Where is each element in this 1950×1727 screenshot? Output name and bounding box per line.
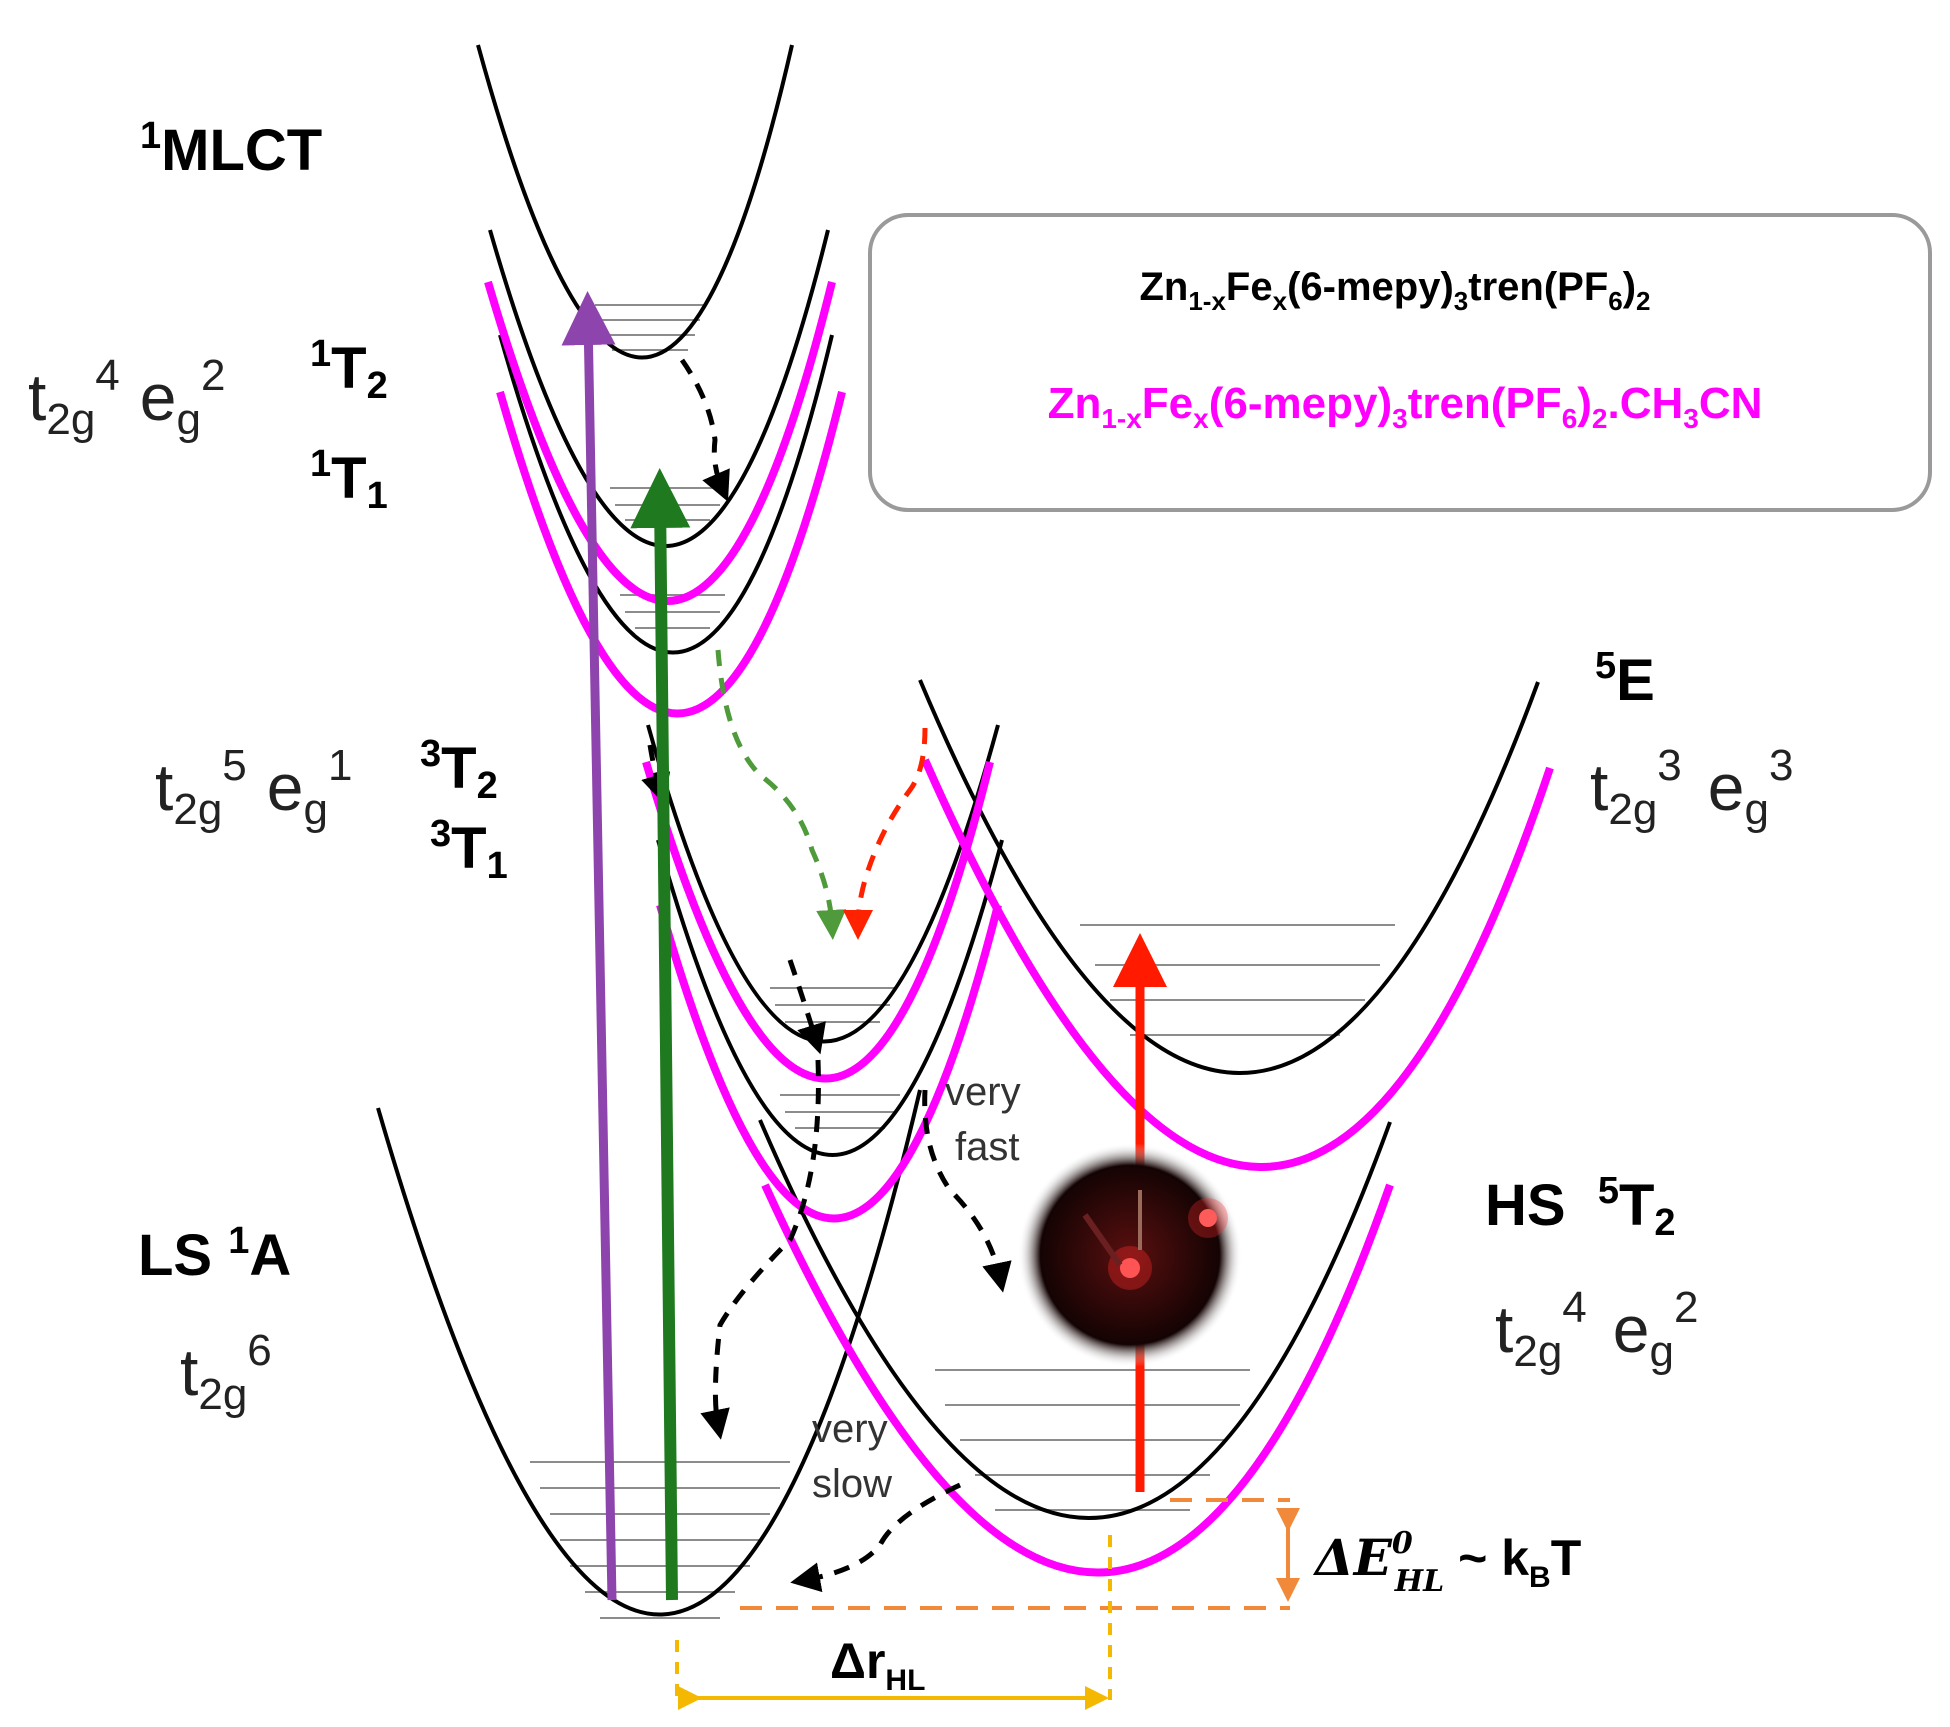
curve-hs-5t2 bbox=[758, 1119, 1392, 1520]
curve-m-1t2 bbox=[484, 280, 836, 605]
relax-3t-to-hs bbox=[922, 1089, 1012, 1293]
vibrational-levels-ls bbox=[530, 1461, 790, 1619]
sample-photo bbox=[1018, 1143, 1242, 1367]
curve-m-5e bbox=[921, 758, 1554, 1171]
purple-excitation-arrow bbox=[561, 291, 617, 1601]
legend-magenta-formula: Zn1-xFex(6-mepy)3tren(PF6)2.CH3CN bbox=[1048, 379, 1763, 434]
label-1mlct: 1MLCT bbox=[140, 115, 322, 183]
vibrational-levels-hs bbox=[935, 1369, 1250, 1511]
very-slow-line1: very bbox=[812, 1407, 888, 1451]
config-ls: t2g6 bbox=[180, 1326, 272, 1419]
green-excitation-arrow bbox=[630, 468, 691, 1601]
vibrational-levels-triplet-t bbox=[770, 987, 900, 1129]
curve-1mlct bbox=[476, 44, 794, 360]
curve-m-3t1 bbox=[656, 903, 1002, 1223]
very-fast-line2: fast bbox=[955, 1125, 1019, 1169]
curve-m-1t1 bbox=[496, 390, 846, 718]
relax-3t-inner bbox=[787, 959, 826, 1055]
delta-guides bbox=[675, 1498, 1300, 1710]
label-1t2: 1T2 bbox=[310, 333, 388, 407]
curve-m-hs-5t2 bbox=[761, 1183, 1394, 1577]
magenta-curves bbox=[484, 280, 1554, 1577]
curve-ls-1a bbox=[376, 1089, 922, 1617]
label-5e: 5E bbox=[1595, 645, 1655, 713]
relax-1t-to-3t bbox=[715, 649, 847, 940]
curve-1t1 bbox=[498, 334, 834, 655]
relax-5e-to-3t bbox=[843, 727, 928, 940]
legend-box bbox=[868, 213, 1932, 512]
label-1t1: 1T1 bbox=[310, 443, 388, 517]
label-3t1: 3T1 bbox=[430, 813, 508, 887]
vibrational-levels-5e bbox=[1080, 924, 1395, 1036]
relax-hs-to-ls bbox=[790, 1482, 962, 1593]
vibrational-levels-singlet-t bbox=[610, 487, 725, 629]
curve-m-3t2 bbox=[642, 760, 994, 1083]
very-fast-line1: very bbox=[945, 1070, 1021, 1114]
rate-annotations: very fast very slow bbox=[812, 1070, 1021, 1506]
delta-r-label: ΔrHL bbox=[830, 1633, 925, 1697]
label-ls-1a: LS 1A bbox=[138, 1220, 291, 1288]
legend-black-formula: Zn1-xFex(6-mepy)3tren(PF6)2 bbox=[1139, 265, 1650, 316]
relaxation-pathways bbox=[641, 358, 1012, 1593]
relax-mlct-to-1t bbox=[679, 358, 730, 502]
vibrational-levels-mlct bbox=[595, 304, 705, 351]
black-curves bbox=[376, 44, 1540, 1617]
legend: Zn1-xFex(6-mepy)3tren(PF6)2 Zn1-xFex(6-m… bbox=[868, 213, 1932, 512]
label-3t2: 3T2 bbox=[420, 733, 498, 807]
state-labels: 1MLCT 1T2 1T1 3T2 3T1 5E LS 1A HS 5T2 bbox=[138, 115, 1676, 1288]
label-hs-5t2: HS 5T2 bbox=[1485, 1170, 1676, 1244]
curve-5e bbox=[918, 679, 1540, 1075]
very-slow-line2: slow bbox=[812, 1462, 892, 1506]
curve-3t1 bbox=[656, 839, 1004, 1157]
relax-3t-to-ls bbox=[700, 1059, 821, 1440]
